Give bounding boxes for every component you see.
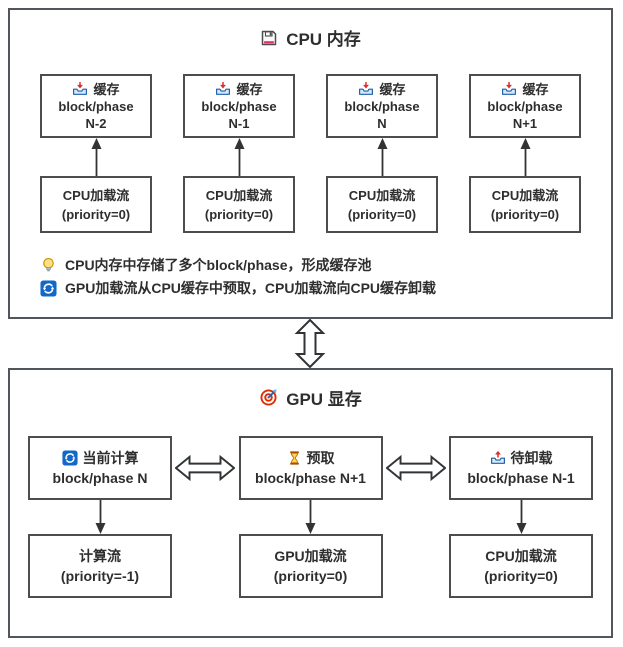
note-text: CPU内存中存储了多个block/phase，形成缓存池 bbox=[65, 257, 372, 273]
block-label: 当前计算 bbox=[82, 450, 139, 466]
inbox-tray-icon bbox=[502, 82, 517, 95]
stream-name: 计算流 bbox=[79, 548, 121, 564]
sync-icon bbox=[61, 450, 78, 466]
stream-priority: (priority=0) bbox=[204, 206, 274, 222]
floppy-disk-icon bbox=[261, 30, 277, 45]
hourglass-icon bbox=[289, 451, 299, 465]
up-arrow bbox=[91, 138, 101, 176]
stream-priority: (priority=0) bbox=[347, 206, 417, 222]
cache-box-n-2: 缓存 block/phase N-2 bbox=[40, 74, 152, 138]
stream-priority: (priority=0) bbox=[490, 206, 560, 222]
inbox-tray-icon bbox=[216, 82, 231, 95]
up-arrow bbox=[520, 138, 530, 176]
cache-line3: N-1 bbox=[228, 115, 250, 131]
block-line2: block/phase N-1 bbox=[467, 470, 575, 486]
stream-priority: (priority=0) bbox=[484, 568, 558, 584]
down-arrow bbox=[305, 500, 316, 534]
cache-box-n-plus-1: 缓存 block/phase N+1 bbox=[469, 74, 581, 138]
cpu-load-stream-box: CPU加载流 (priority=0) bbox=[449, 534, 593, 598]
gpu-stream-boxes-row: 计算流 (priority=-1) GPU加载流 (priority=0) CP… bbox=[10, 534, 611, 598]
bidirectional-arrow-horizontal bbox=[175, 454, 236, 482]
inbox-tray-icon bbox=[73, 82, 88, 95]
cache-boxes-row: 缓存 block/phase N-2 缓存 block/phase N-1 bbox=[10, 50, 611, 138]
cpu-panel-title-text: CPU 内存 bbox=[286, 30, 361, 49]
gpu-block-boxes-row: 当前计算 block/phase N 预取 block/phase N+1 bbox=[10, 436, 611, 500]
note-text: GPU加载流从CPU缓存中预取，CPU加载流向CPU缓存卸载 bbox=[65, 280, 437, 296]
gpu-load-stream-box: GPU加载流 (priority=0) bbox=[238, 534, 383, 598]
down-arrow bbox=[516, 500, 526, 534]
cache-line3: N+1 bbox=[512, 115, 538, 131]
up-arrow bbox=[377, 138, 387, 176]
bidirectional-arrow-horizontal bbox=[385, 454, 446, 482]
gpu-down-arrows-row bbox=[10, 500, 611, 534]
bidirectional-arrow-vertical bbox=[294, 319, 326, 368]
cache-label: 缓存 bbox=[379, 81, 406, 97]
stream-name: CPU加载流 bbox=[205, 187, 273, 203]
compute-stream-box: 计算流 (priority=-1) bbox=[28, 534, 172, 598]
note-line: GPU加载流从CPU缓存中预取，CPU加载流向CPU缓存卸载 bbox=[40, 278, 611, 298]
cache-box-n-1: 缓存 block/phase N-1 bbox=[183, 74, 295, 138]
stream-name: GPU加载流 bbox=[274, 548, 347, 564]
down-arrow bbox=[95, 500, 105, 534]
cache-line3: N bbox=[377, 115, 387, 131]
cpu-load-stream-box: CPU加载流 (priority=0) bbox=[326, 176, 438, 233]
cache-box-n: 缓存 block/phase N bbox=[326, 74, 438, 138]
gpu-panel-title: GPU 显存 bbox=[10, 385, 611, 410]
note-line: CPU内存中存储了多个block/phase，形成缓存池 bbox=[40, 255, 611, 275]
block-line2: block/phase N+1 bbox=[255, 470, 366, 486]
cpu-load-stream-box: CPU加载流 (priority=0) bbox=[183, 176, 295, 233]
up-arrow bbox=[234, 138, 244, 176]
cache-label: 缓存 bbox=[522, 81, 549, 97]
pending-unload-box: 待卸载 block/phase N-1 bbox=[449, 436, 593, 500]
stream-name: CPU加载流 bbox=[491, 187, 559, 203]
cpu-up-arrows-row bbox=[10, 138, 611, 176]
cache-line2: block/phase bbox=[201, 98, 277, 114]
outbox-tray-icon bbox=[490, 450, 505, 464]
prefetch-box: 预取 block/phase N+1 bbox=[238, 436, 383, 500]
cache-label: 缓存 bbox=[93, 81, 120, 97]
light-bulb-icon bbox=[43, 257, 54, 271]
stream-name: CPU加载流 bbox=[62, 187, 130, 203]
inbox-tray-icon bbox=[359, 82, 374, 95]
cpu-panel-notes: CPU内存中存储了多个block/phase，形成缓存池 GPU加载流从CPU缓… bbox=[40, 255, 611, 298]
stream-priority: (priority=0) bbox=[273, 568, 348, 584]
cache-label: 缓存 bbox=[236, 81, 263, 97]
cache-line2: block/phase bbox=[344, 98, 420, 114]
gpu-panel-title-text: GPU 显存 bbox=[286, 390, 362, 409]
cpu-load-stream-box: CPU加载流 (priority=0) bbox=[469, 176, 581, 233]
gpu-memory-panel: GPU 显存 当前计算 block/phase bbox=[8, 368, 613, 638]
sync-icon bbox=[40, 279, 57, 297]
block-label: 预取 bbox=[306, 450, 335, 466]
cpu-panel-title: CPU 内存 bbox=[10, 25, 611, 50]
cpu-stream-boxes-row: CPU加载流 (priority=0) CPU加载流 (priority=0) … bbox=[10, 176, 611, 233]
stream-priority: (priority=0) bbox=[61, 206, 131, 222]
block-line2: block/phase N bbox=[52, 470, 148, 486]
stream-priority: (priority=-1) bbox=[60, 568, 140, 584]
cpu-load-stream-box: CPU加载流 (priority=0) bbox=[40, 176, 152, 233]
stream-name: CPU加载流 bbox=[485, 548, 557, 564]
current-compute-box: 当前计算 block/phase N bbox=[28, 436, 172, 500]
cpu-memory-panel: CPU 内存 缓存 block/phase N-2 bbox=[8, 8, 613, 319]
stream-name: CPU加载流 bbox=[348, 187, 416, 203]
cache-line2: block/phase bbox=[58, 98, 134, 114]
block-label: 待卸载 bbox=[510, 450, 553, 466]
cache-line3: N-2 bbox=[85, 115, 107, 131]
cache-line2: block/phase bbox=[487, 98, 563, 114]
target-icon bbox=[260, 389, 277, 406]
